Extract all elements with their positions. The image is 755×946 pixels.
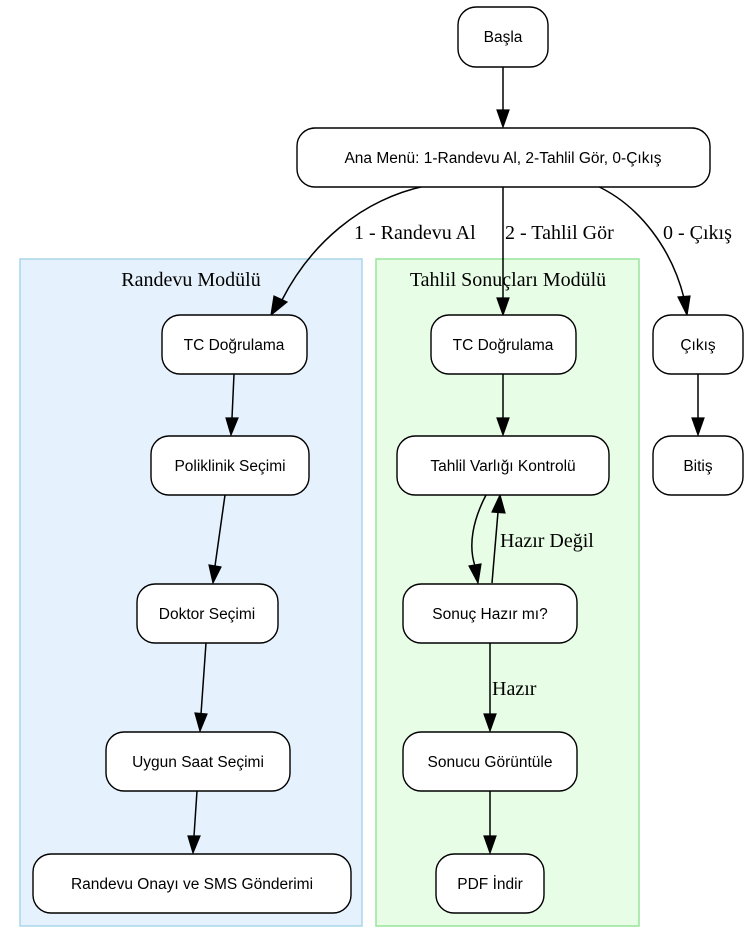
node-poliklinik-secimi: Poliklinik Seçimi bbox=[150, 435, 310, 496]
arrowhead bbox=[496, 109, 510, 129]
node-ana-menu: Ana Menü: 1-Randevu Al, 2-Tahlil Gör, 0-… bbox=[296, 127, 711, 188]
node-pdf-indir-label: PDF İndir bbox=[457, 875, 522, 893]
node-randevu-tc-label: TC Doğrulama bbox=[184, 337, 285, 354]
edge-t-kontrol-hazirmi bbox=[471, 494, 487, 567]
edges bbox=[187, 67, 705, 855]
arrowhead bbox=[496, 417, 510, 437]
cluster-tahlil-title: Tahlil Sonuçları Modülü bbox=[410, 269, 606, 291]
arrowhead bbox=[677, 295, 691, 317]
arrowhead bbox=[691, 417, 705, 437]
edge-r-saat-onay bbox=[193, 790, 198, 837]
node-poliklinik-label: Poliklinik Seçimi bbox=[174, 458, 285, 475]
edge-r-doktor-saat bbox=[200, 642, 207, 715]
edge-menu-randevu bbox=[281, 185, 426, 301]
edge-t-hazirmi-kontrol bbox=[491, 511, 499, 584]
arrowhead bbox=[483, 713, 497, 733]
node-cikis: Çıkış bbox=[652, 314, 744, 375]
node-sonucu-goruntule: Sonucu Görüntüle bbox=[402, 731, 578, 792]
node-randevu-tc-dogrulama: TC Doğrulama bbox=[161, 314, 308, 375]
node-sonuc-hazir-mi: Sonuç Hazır mı? bbox=[402, 583, 578, 644]
arrowhead bbox=[208, 564, 222, 585]
arrowhead bbox=[270, 295, 289, 317]
node-sonuc-hazir-label: Sonuç Hazır mı? bbox=[432, 606, 548, 623]
node-randevu-onayi: Randevu Onayı ve SMS Gönderimi bbox=[32, 853, 352, 914]
edge-label-hazir-degil: Hazır Değil bbox=[500, 530, 594, 552]
node-bitis-label: Bitiş bbox=[683, 458, 713, 475]
node-tahlil-tc-dogrulama: TC Doğrulama bbox=[430, 314, 577, 375]
node-tahlil-varligi-label: Tahlil Varlığı Kontrolü bbox=[430, 458, 575, 475]
node-tahlil-tc-label: TC Doğrulama bbox=[453, 337, 554, 354]
arrowhead bbox=[225, 417, 239, 437]
edge-r-poliklinik-doktor bbox=[214, 494, 226, 567]
node-bitis: Bitiş bbox=[652, 435, 744, 496]
edge-label-randevu-al: 1 - Randevu Al bbox=[354, 222, 476, 244]
arrowhead bbox=[468, 563, 482, 585]
arrowhead bbox=[187, 835, 201, 855]
edge-label-hazir: Hazır bbox=[492, 678, 537, 700]
node-tahlil-varligi-kontrolu: Tahlil Varlığı Kontrolü bbox=[396, 435, 610, 496]
node-ana-menu-label: Ana Menü: 1-Randevu Al, 2-Tahlil Gör, 0-… bbox=[344, 150, 661, 167]
node-uygun-saat-secimi: Uygun Saat Seçimi bbox=[105, 731, 291, 792]
arrowhead bbox=[483, 835, 497, 855]
edge-menu-cikis bbox=[594, 184, 685, 299]
node-cikis-label: Çıkış bbox=[680, 337, 716, 354]
edge-label-tahlil-gor: 2 - Tahlil Gör bbox=[505, 222, 614, 244]
arrowhead bbox=[496, 297, 510, 317]
node-basla-label: Başla bbox=[484, 29, 523, 46]
edge-label-cikis: 0 - Çıkış bbox=[663, 222, 732, 244]
node-pdf-indir: PDF İndir bbox=[435, 853, 545, 914]
arrowhead bbox=[491, 493, 506, 514]
node-doktor-secimi: Doktor Seçimi bbox=[136, 583, 279, 644]
edge-r-tc-poliklinik bbox=[231, 373, 235, 419]
arrowhead bbox=[194, 712, 208, 733]
node-sonucu-goruntule-label: Sonucu Görüntüle bbox=[428, 754, 553, 771]
cluster-randevu-title: Randevu Modülü bbox=[121, 269, 260, 291]
node-uygun-saat-label: Uygun Saat Seçimi bbox=[132, 754, 264, 771]
node-randevu-onayi-label: Randevu Onayı ve SMS Gönderimi bbox=[71, 876, 313, 893]
node-basla: Başla bbox=[457, 6, 549, 68]
node-doktor-label: Doktor Seçimi bbox=[159, 606, 255, 623]
